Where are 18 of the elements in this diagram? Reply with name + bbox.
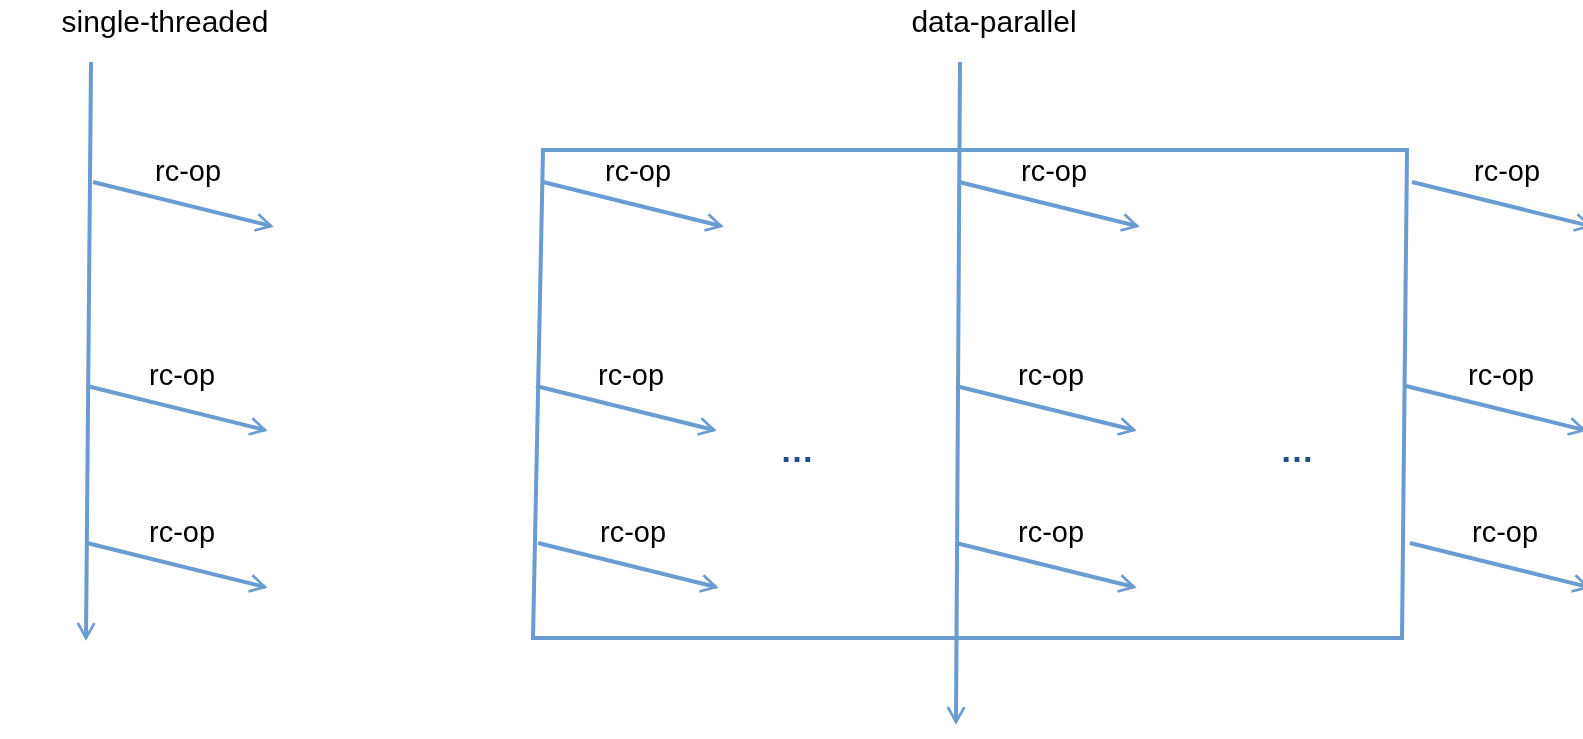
section-title: data-parallel	[834, 5, 1154, 38]
operation-label: rc-op	[149, 517, 216, 549]
operation-label: rc-op	[1018, 360, 1085, 392]
operation-label: rc-op	[149, 360, 216, 392]
ellipsis: …	[780, 432, 814, 470]
operation-label: rc-op	[1474, 156, 1541, 188]
section-title: single-threaded	[0, 5, 330, 38]
operation-label: rc-op	[600, 517, 667, 549]
timeline-arrow	[946, 62, 966, 724]
operation-label: rc-op	[1472, 517, 1539, 549]
operation-label: rc-op	[155, 156, 222, 188]
operation-label: rc-op	[1468, 360, 1535, 392]
operation-label: rc-op	[1021, 156, 1088, 188]
operation-label: rc-op	[1018, 517, 1085, 549]
operation-label: rc-op	[598, 360, 665, 392]
timeline-arrow	[76, 62, 96, 640]
operation-label: rc-op	[605, 156, 672, 188]
ellipsis: …	[1280, 432, 1314, 470]
